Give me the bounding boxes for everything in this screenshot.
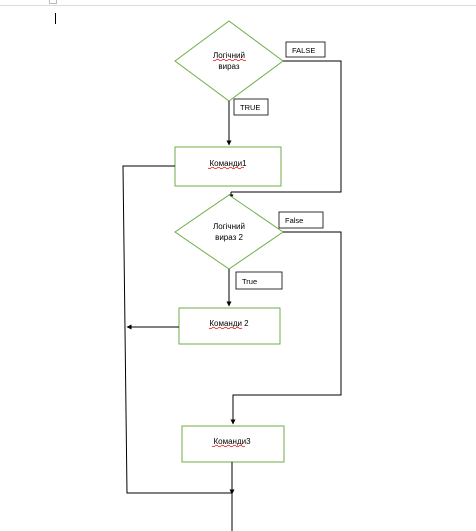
false-label-2-box bbox=[278, 211, 324, 229]
page-corner-mark bbox=[49, 0, 57, 4]
process-1-label: Команди1 bbox=[209, 159, 247, 168]
process-2-box bbox=[178, 307, 281, 345]
true-label-2-box bbox=[235, 271, 283, 290]
decision-2[interactable]: Логічний вираз 2 bbox=[174, 194, 284, 270]
decision-2-label-line1: Логічний bbox=[213, 222, 245, 231]
false-path-2 bbox=[230, 231, 342, 425]
true-label-2-text: True bbox=[242, 277, 257, 286]
true-label-1: TRUE bbox=[233, 98, 269, 116]
text-cursor bbox=[55, 13, 56, 24]
decision-1[interactable]: Логічний вираз bbox=[174, 20, 284, 102]
false-label-1: FALSE bbox=[285, 41, 326, 58]
true-label-2: True bbox=[235, 271, 283, 290]
process-1-box bbox=[174, 146, 282, 187]
process-1[interactable]: Команди1 bbox=[174, 146, 282, 187]
process-3[interactable]: Команди3 bbox=[181, 425, 285, 463]
spellcheck-underline bbox=[208, 326, 243, 330]
loop-line bbox=[122, 165, 232, 494]
false-label-2-text: False bbox=[285, 216, 303, 225]
spellcheck-underline bbox=[212, 58, 247, 62]
false-path-1 bbox=[231, 60, 342, 193]
process-3-box bbox=[181, 425, 285, 463]
process-2[interactable]: Команди 2 bbox=[178, 307, 281, 345]
decision-1-diamond bbox=[174, 20, 284, 102]
spellcheck-underline bbox=[211, 444, 246, 448]
process-2-label: Команди 2 bbox=[209, 319, 249, 328]
spellcheck-underline bbox=[207, 166, 245, 170]
true-label-1-box bbox=[233, 98, 269, 116]
decision-2-label-line2: вираз 2 bbox=[215, 233, 243, 242]
false-label-1-text: FALSE bbox=[292, 46, 315, 55]
decision-1-label-line1: Логічний bbox=[213, 51, 245, 60]
true-label-1-text: TRUE bbox=[240, 103, 260, 112]
decision-1-label-line2: вираз bbox=[218, 62, 240, 71]
decision-2-diamond bbox=[174, 194, 284, 270]
false-label-2: False bbox=[278, 211, 324, 229]
process-3-label: Команди3 bbox=[213, 437, 251, 446]
false-label-1-box bbox=[285, 41, 326, 58]
page-top-edge bbox=[0, 0, 476, 6]
